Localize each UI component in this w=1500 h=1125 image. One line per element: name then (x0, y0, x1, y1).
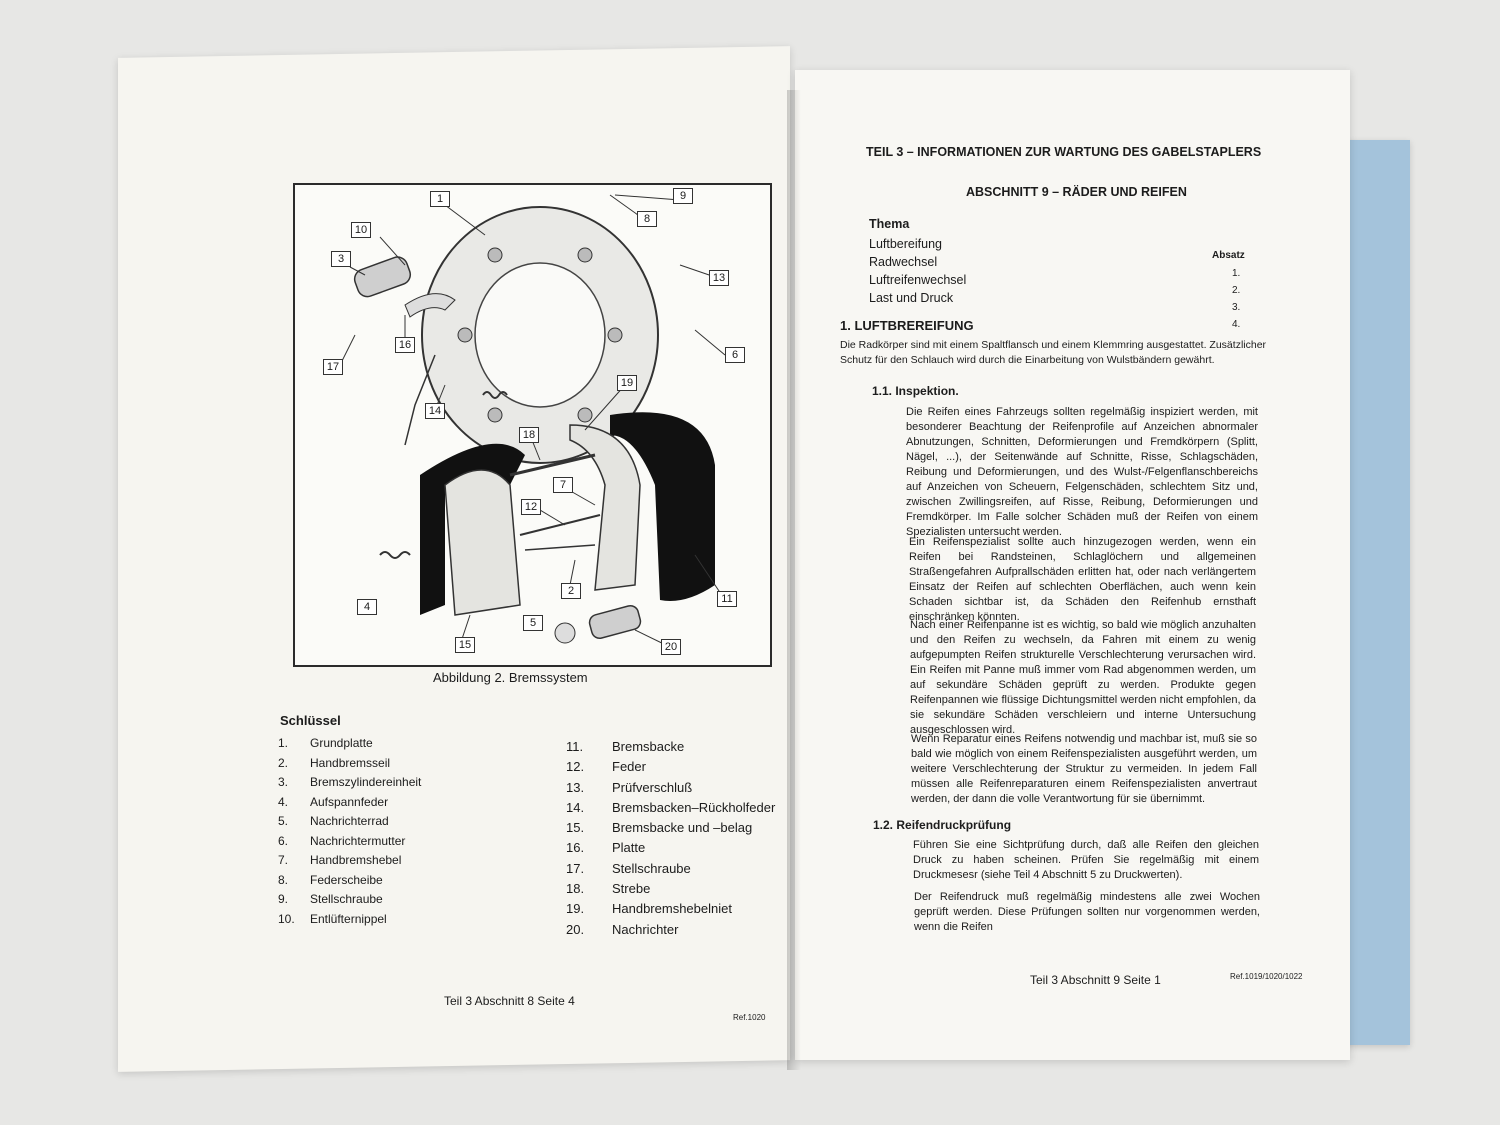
paragraph-repair: Wenn Reparatur eines Reifens notwendig u… (911, 733, 1257, 805)
callout-18: 18 (519, 427, 539, 443)
callout-20: 20 (661, 639, 681, 655)
callout-10: 10 (351, 222, 371, 238)
key-item: 8.Federscheibe (278, 872, 383, 887)
callout-4: 4 (357, 599, 377, 615)
key-item: 5.Nachrichterrad (278, 814, 389, 828)
key-item: 14.Bremsbacken–Rückholfeder (566, 799, 776, 815)
brake-lining-right (610, 412, 715, 601)
spring-coil (482, 391, 508, 399)
topic-item: Luftbereifung (869, 237, 942, 251)
key-list-col1: 1.Grundplatte 2.Handbremsseil 3.Bremszyl… (278, 736, 421, 931)
key-item: 18.Strebe (566, 881, 651, 897)
right-page-ref: Ref.1019/1020/1022 (1230, 972, 1303, 981)
section-1-2-title: 1.2. Reifendruckprüfung (873, 818, 1012, 832)
right-page (795, 70, 1350, 1060)
blue-section-tab (1338, 140, 1410, 1045)
key-list-col2: 11.Bremsbacke 12.Feder 13.Prüfverschluß … (566, 739, 775, 942)
hold-down-spring-shape (379, 551, 411, 559)
key-item: 16.Platte (566, 840, 646, 856)
brake-system-figure: 1 2 3 4 5 6 7 8 9 10 11 12 13 14 15 16 1… (293, 183, 772, 667)
wheel-cylinder-shape (353, 256, 412, 298)
brake-diagram (339, 194, 726, 648)
section-1-1-title: 1.1. Inspektion. (872, 384, 959, 398)
handbrake-lever-shape (404, 293, 456, 318)
brake-shoe-left (444, 469, 521, 616)
handbrake-cable-shape (524, 544, 596, 551)
figure-caption: Abbildung 2. Bremssystem (433, 670, 588, 685)
key-item: 15.Bremsbacke und –belag (566, 820, 753, 836)
key-item: 3.Bremszylindereinheit (278, 775, 422, 789)
topic-number: 3. (1232, 302, 1241, 313)
key-item: 9.Stellschraube (278, 892, 383, 906)
callout-9: 9 (673, 188, 693, 204)
paragraph-specialist: Ein Reifenspezialist sollte auch hinzuge… (909, 536, 1256, 623)
left-page-ref: Ref.1020 (733, 1013, 766, 1022)
bolt-hole (457, 327, 473, 343)
key-item: 17.Stellschraube (566, 860, 691, 876)
bolt-hole (607, 327, 623, 343)
callout-3: 3 (331, 251, 351, 267)
right-page-heading: TEIL 3 – INFORMATIONEN ZUR WARTUNG DES G… (866, 145, 1262, 159)
backing-plate-center (474, 262, 606, 408)
callout-12: 12 (521, 499, 541, 515)
key-item: 19.Handbremshebelniet (566, 901, 732, 917)
key-item: 13.Prüfverschluß (566, 779, 693, 795)
key-item: 1.Grundplatte (278, 736, 373, 750)
key-item: 7.Handbremshebel (278, 853, 402, 867)
paragraph-pressure-check: Führen Sie eine Sichtprüfung durch, daß … (913, 839, 1259, 881)
topic-list: Luftbereifung Radwechsel Luftreifenwechs… (869, 235, 966, 307)
topic-item: Luftreifenwechsel (869, 273, 967, 287)
topic-numbers: 1. 2. 3. 4. (1232, 265, 1240, 333)
brake-shoe-right (569, 424, 641, 591)
callout-7: 7 (553, 477, 573, 493)
bolt-hole (487, 247, 503, 263)
key-item: 10.Entlüfternippel (278, 911, 387, 926)
section-1-title: 1. LUFTBREREIFUNG (840, 318, 974, 333)
right-page-footer: Teil 3 Abschnitt 9 Seite 1 (1030, 973, 1161, 987)
return-spring-shape (519, 514, 601, 536)
strut-shape (509, 453, 596, 477)
section-heading: ABSCHNITT 9 – RÄDER UND REIFEN (966, 185, 1187, 199)
callout-15: 15 (455, 637, 475, 653)
left-page-footer: Teil 3 Abschnitt 8 Seite 4 (444, 994, 575, 1008)
key-item: 4.Aufspannfeder (278, 794, 389, 809)
key-item: 6.Nachrichtermutter (278, 833, 406, 848)
book-spine-shadow (787, 90, 801, 1070)
paragraph-pressure-interval: Der Reifendruck muß regelmäßig mindesten… (914, 891, 1260, 933)
topic-item: Radwechsel (869, 255, 938, 269)
callout-13: 13 (709, 270, 729, 286)
absatz-label: Absatz (1212, 250, 1245, 261)
callout-17: 17 (323, 359, 343, 375)
spring-wire (404, 354, 436, 446)
bolt-hole (487, 407, 503, 423)
key-item: 11.Bremsbacke (566, 739, 685, 754)
section-1-intro: Die Radkörper sind mit einem Spaltflansc… (840, 339, 1267, 366)
adjuster-wheel-shape (554, 622, 576, 644)
topic-number: 2. (1232, 285, 1241, 296)
bolt-hole (577, 407, 593, 423)
callout-2: 2 (561, 583, 581, 599)
key-item: 2.Handbremsseil (278, 755, 391, 770)
paragraph-puncture: Nach einer Reifenpanne ist es wichtig, s… (910, 619, 1256, 736)
callout-5: 5 (523, 615, 543, 631)
callout-6: 6 (725, 347, 745, 363)
key-item: 12.Feder (566, 759, 646, 775)
paragraph-inspection: Die Reifen eines Fahrzeugs sollten regel… (906, 406, 1258, 538)
callout-11: 11 (717, 591, 737, 607)
callout-19: 19 (617, 375, 637, 391)
callout-14: 14 (425, 403, 445, 419)
key-item: 20.Nachrichter (566, 921, 679, 937)
callout-16: 16 (395, 337, 415, 353)
thema-label: Thema (869, 217, 910, 231)
adjuster-shape (588, 604, 642, 640)
key-title: Schlüssel (280, 713, 341, 728)
topic-number: 1. (1232, 268, 1241, 279)
callout-8: 8 (637, 211, 657, 227)
callout-1: 1 (430, 191, 450, 207)
topic-number: 4. (1232, 319, 1241, 330)
bolt-hole (577, 247, 593, 263)
topic-item: Last und Druck (869, 291, 954, 305)
